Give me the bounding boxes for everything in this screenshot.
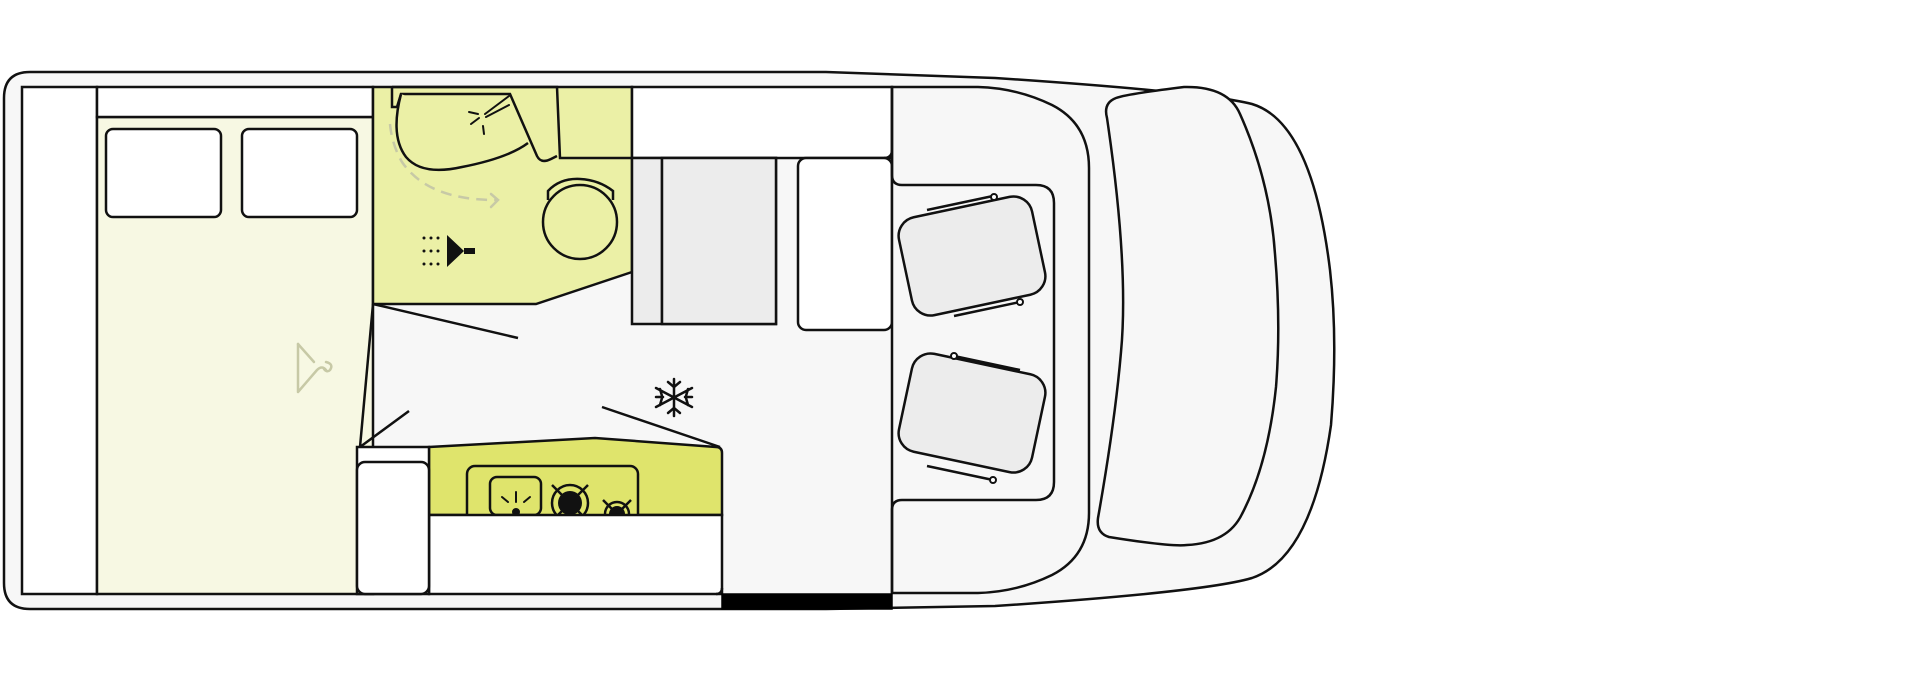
table-inner-rect bbox=[890, 183, 1056, 593]
front-seat bbox=[1096, 85, 1280, 547]
lower-kitchen-cabinet bbox=[427, 513, 724, 596]
seat-rear bbox=[897, 193, 1047, 318]
upper-cabinet-top bbox=[95, 85, 375, 119]
fridge-door bbox=[355, 460, 431, 596]
lounge-cabinet bbox=[796, 156, 894, 332]
lower-kitchen-cabinet-edge bbox=[715, 587, 724, 596]
table-top-join bbox=[890, 87, 903, 187]
toilet-icon bbox=[541, 183, 619, 261]
faucet-icon bbox=[422, 235, 475, 267]
snowflake-fridge-icon bbox=[654, 377, 694, 418]
entry-step bbox=[721, 593, 893, 610]
top-storage bbox=[630, 85, 894, 160]
shower-curve bbox=[395, 93, 529, 172]
bed-pillow-right bbox=[240, 127, 359, 219]
bed-pillow-left bbox=[104, 127, 223, 219]
table bbox=[890, 85, 1091, 595]
bed-hint-icon bbox=[296, 342, 333, 394]
partition-line-bath bbox=[372, 302, 519, 340]
rear-wall bbox=[20, 85, 99, 596]
seat-front bbox=[897, 352, 1047, 484]
bathroom-top-border bbox=[392, 85, 632, 160]
shower-door-arrow bbox=[489, 192, 500, 209]
partition-line-kitchen bbox=[601, 405, 721, 449]
shower-icon bbox=[468, 95, 510, 135]
wardrobe-inner-panel bbox=[660, 156, 778, 326]
